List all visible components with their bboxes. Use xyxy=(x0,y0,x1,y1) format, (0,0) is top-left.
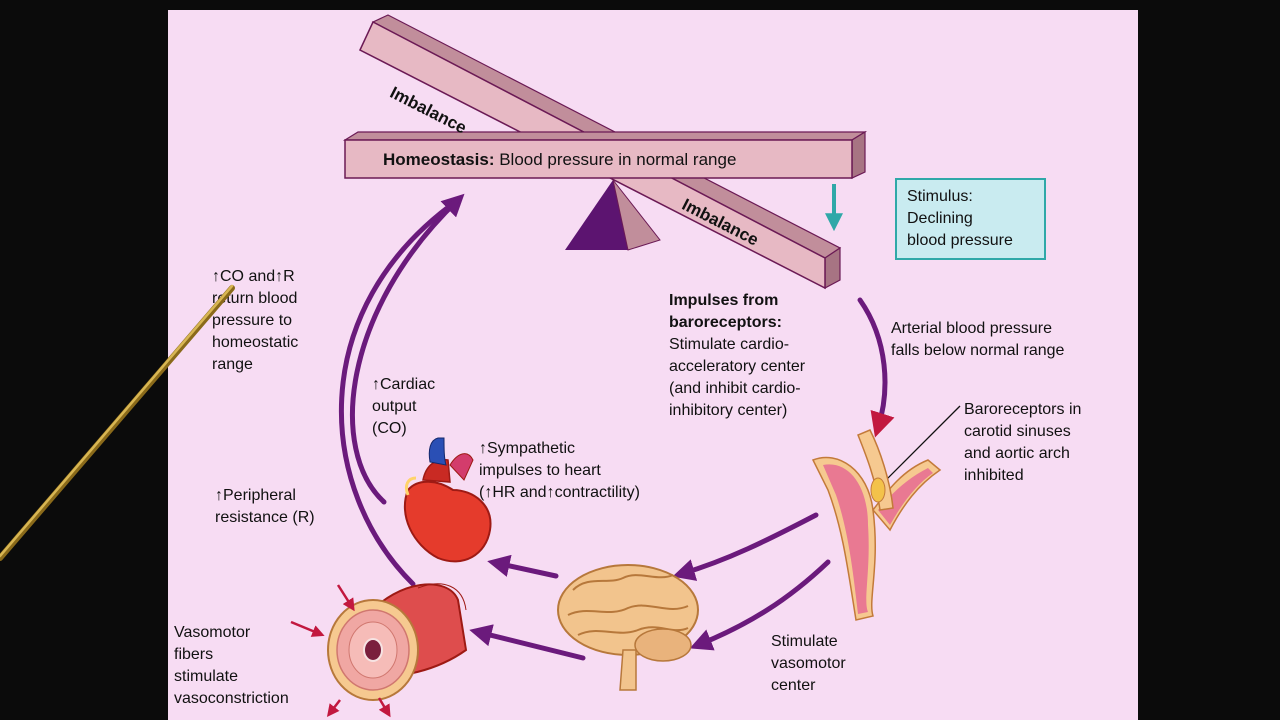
arrow-vasomotor-to-vessel xyxy=(469,624,586,661)
constriction-arrow xyxy=(377,697,391,718)
arterial-falls-label: Arterial blood pressure falls below norm… xyxy=(891,320,1065,359)
cardiac-output-label: ↑Cardiac output (CO) xyxy=(372,376,436,437)
brain-icon xyxy=(557,564,699,691)
homeostasis-label-bold: Homeostasis: xyxy=(383,150,495,169)
co-r-return-label: ↑CO and↑R return blood pressure to homeo… xyxy=(212,268,299,373)
slide: Imbalance Imbalance Homeostasis: Blood p… xyxy=(168,10,1138,720)
impulses-text: Stimulate cardio- acceleratory center (a… xyxy=(669,336,806,419)
baroreceptor-leader xyxy=(877,405,961,489)
heart-icon xyxy=(403,437,492,563)
arrow-artery-to-vasomotor xyxy=(689,559,831,651)
arrow-artery-to-brain xyxy=(672,512,819,581)
stimulus-box: Stimulus: Declining blood pressure xyxy=(895,178,1046,260)
stimulate-vasomotor-label: Stimulate vasomotor center xyxy=(771,633,846,694)
baroreceptors-label: Baroreceptors in carotid sinuses and aor… xyxy=(964,401,1082,484)
homeostasis-label: Homeostasis: Blood pressure in normal ra… xyxy=(383,149,736,171)
constriction-arrow xyxy=(290,620,325,637)
arrow-heart-to-homeostasis xyxy=(350,193,465,505)
arrow-vessel-to-homeostasis xyxy=(338,197,461,587)
stimulus-text: Stimulus: Declining blood pressure xyxy=(907,188,1013,249)
arrow-brain-to-heart xyxy=(487,554,559,579)
vasomotor-fibers-label: Vasomotor fibers stimulate vasoconstrict… xyxy=(174,624,289,707)
sympathetic-label: ↑Sympathetic impulses to heart (↑HR and↑… xyxy=(479,440,640,501)
diagram-graphics xyxy=(290,14,961,718)
homeostasis-bar xyxy=(342,130,868,179)
artery-icon xyxy=(811,429,942,621)
impulses-heading: Impulses from baroreceptors: xyxy=(669,292,782,331)
peripheral-label: ↑Peripheral resistance (R) xyxy=(215,487,315,526)
homeostasis-label-text: Blood pressure in normal range xyxy=(499,150,737,169)
fulcrum xyxy=(565,179,661,251)
blood-vessel-icon xyxy=(327,583,468,701)
arrow-to-artery xyxy=(857,297,895,438)
constriction-arrow xyxy=(336,584,355,612)
constriction-arrow xyxy=(326,699,341,717)
